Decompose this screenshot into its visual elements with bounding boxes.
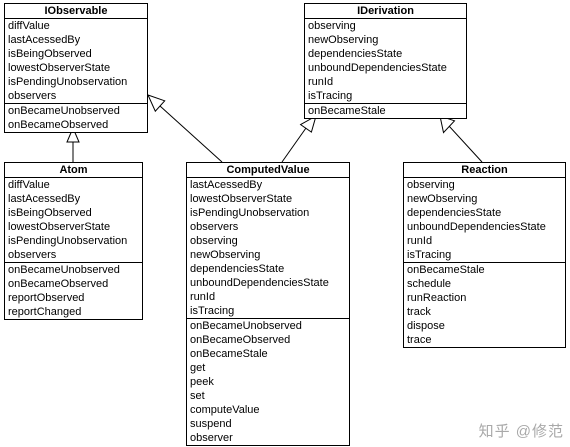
method-item: track bbox=[407, 306, 431, 318]
edge-reaction-to-iderivation bbox=[448, 125, 483, 163]
class-name: ComputedValue bbox=[187, 163, 349, 178]
watermark: 知乎 @修范 bbox=[478, 423, 564, 440]
attribute-item: observing bbox=[308, 20, 356, 32]
attribute-item: lastAcessedBy bbox=[8, 34, 81, 46]
method-item: trace bbox=[407, 334, 432, 346]
method-item: schedule bbox=[407, 278, 452, 290]
method-item: onBecameObserved bbox=[8, 278, 109, 290]
attribute-item: dependenciesState bbox=[190, 263, 285, 275]
method-item: peek bbox=[190, 376, 214, 388]
method-item: onBecameUnobserved bbox=[8, 264, 120, 276]
method-list: onBecameStale schedule runReaction track dis… bbox=[404, 263, 565, 347]
attribute-item: unboundDependenciesState bbox=[407, 221, 546, 233]
attribute-list: lastAcessedBy lowestObserverState isPendin… bbox=[187, 178, 349, 319]
method-item: onBecameStale bbox=[407, 264, 485, 276]
method-list: onBecameUnobserved onBecameObserved report… bbox=[5, 263, 142, 319]
method-item: dispose bbox=[407, 320, 445, 332]
attribute-item: lowestObserverState bbox=[190, 193, 293, 205]
edge-computedvalue-to-iderivation bbox=[281, 127, 307, 163]
attribute-item: isTracing bbox=[190, 305, 235, 317]
method-item: reportObserved bbox=[8, 292, 85, 304]
method-list: onBecameUnobserved onBecameObserved onBeca… bbox=[187, 319, 349, 445]
method-item: computeValue bbox=[190, 404, 260, 416]
attribute-item: isBeingObserved bbox=[8, 48, 92, 60]
method-item: onBecameStale bbox=[308, 105, 386, 117]
method-item: suspend bbox=[190, 418, 232, 430]
class-name: Atom bbox=[5, 163, 142, 178]
attribute-list: observing newObserving dependenciesState un… bbox=[404, 178, 565, 263]
attribute-item: observers bbox=[190, 221, 239, 233]
attribute-item: isTracing bbox=[407, 249, 452, 261]
attribute-item: observing bbox=[407, 179, 455, 191]
method-item: runReaction bbox=[407, 292, 467, 304]
edge-computedvalue-to-iobservable bbox=[159, 105, 223, 163]
attribute-item: dependenciesState bbox=[308, 48, 403, 60]
class-atom: Atom diffValue lastAcessedBy isBeingObserv… bbox=[4, 162, 143, 320]
attribute-item: lowestObserverState bbox=[8, 221, 111, 233]
class-name: Reaction bbox=[404, 163, 565, 178]
method-item: onBecameUnobserved bbox=[190, 320, 302, 332]
attribute-item: lowestObserverState bbox=[8, 62, 111, 74]
method-item: onBecameStale bbox=[190, 348, 268, 360]
method-list: onBecameUnobserved onBecameObserved bbox=[5, 104, 147, 132]
attribute-item: isTracing bbox=[308, 90, 353, 102]
attribute-item: observers bbox=[8, 249, 57, 261]
attribute-list: diffValue lastAcessedBy isBeingObserved low… bbox=[5, 19, 147, 104]
attribute-item: isPendingUnobservation bbox=[190, 207, 310, 219]
method-item: observer bbox=[190, 432, 233, 444]
attribute-item: lastAcessedBy bbox=[190, 179, 263, 191]
attribute-item: runId bbox=[190, 291, 216, 303]
attribute-item: isPendingUnobservation bbox=[8, 76, 128, 88]
class-name: IObservable bbox=[5, 4, 147, 19]
attribute-item: isBeingObserved bbox=[8, 207, 92, 219]
method-item: onBecameObserved bbox=[8, 119, 109, 131]
attribute-list: diffValue lastAcessedBy isBeingObserved low… bbox=[5, 178, 142, 263]
method-list: onBecameStale bbox=[305, 104, 466, 118]
attribute-item: newObserving bbox=[308, 34, 379, 46]
method-item: get bbox=[190, 362, 206, 374]
class-name: IDerivation bbox=[305, 4, 466, 19]
attribute-list: observing newObserving dependenciesState un… bbox=[305, 19, 466, 104]
attribute-item: dependenciesState bbox=[407, 207, 502, 219]
attribute-item: runId bbox=[308, 76, 334, 88]
attribute-item: unboundDependenciesState bbox=[308, 62, 447, 74]
arrowhead-computedvalue-to-iobservable bbox=[147, 94, 166, 113]
attribute-item: diffValue bbox=[8, 20, 50, 32]
attribute-item: runId bbox=[407, 235, 433, 247]
class-iderivation: IDerivation observing newObserving depende… bbox=[304, 3, 467, 119]
attribute-item: observers bbox=[8, 90, 57, 102]
class-computedvalue: ComputedValue lastAcessedBy lowestObserve… bbox=[186, 162, 350, 446]
attribute-item: newObserving bbox=[407, 193, 478, 205]
attribute-item: lastAcessedBy bbox=[8, 193, 81, 205]
method-item: reportChanged bbox=[8, 306, 82, 318]
attribute-item: observing bbox=[190, 235, 238, 247]
attribute-item: unboundDependenciesState bbox=[190, 277, 329, 289]
arrowhead-computedvalue-to-iderivation bbox=[299, 114, 317, 133]
method-item: onBecameObserved bbox=[190, 334, 291, 346]
method-item: set bbox=[190, 390, 205, 402]
attribute-item: isPendingUnobservation bbox=[8, 235, 128, 247]
arrowhead-atom-to-iobservable bbox=[66, 126, 80, 143]
class-reaction: Reaction observing newObserving dependenci… bbox=[403, 162, 566, 348]
class-iobservable: IObservable diffValue lastAcessedBy isBein… bbox=[4, 3, 148, 133]
method-item: onBecameUnobserved bbox=[8, 105, 120, 117]
attribute-item: diffValue bbox=[8, 179, 50, 191]
attribute-item: newObserving bbox=[190, 249, 261, 261]
